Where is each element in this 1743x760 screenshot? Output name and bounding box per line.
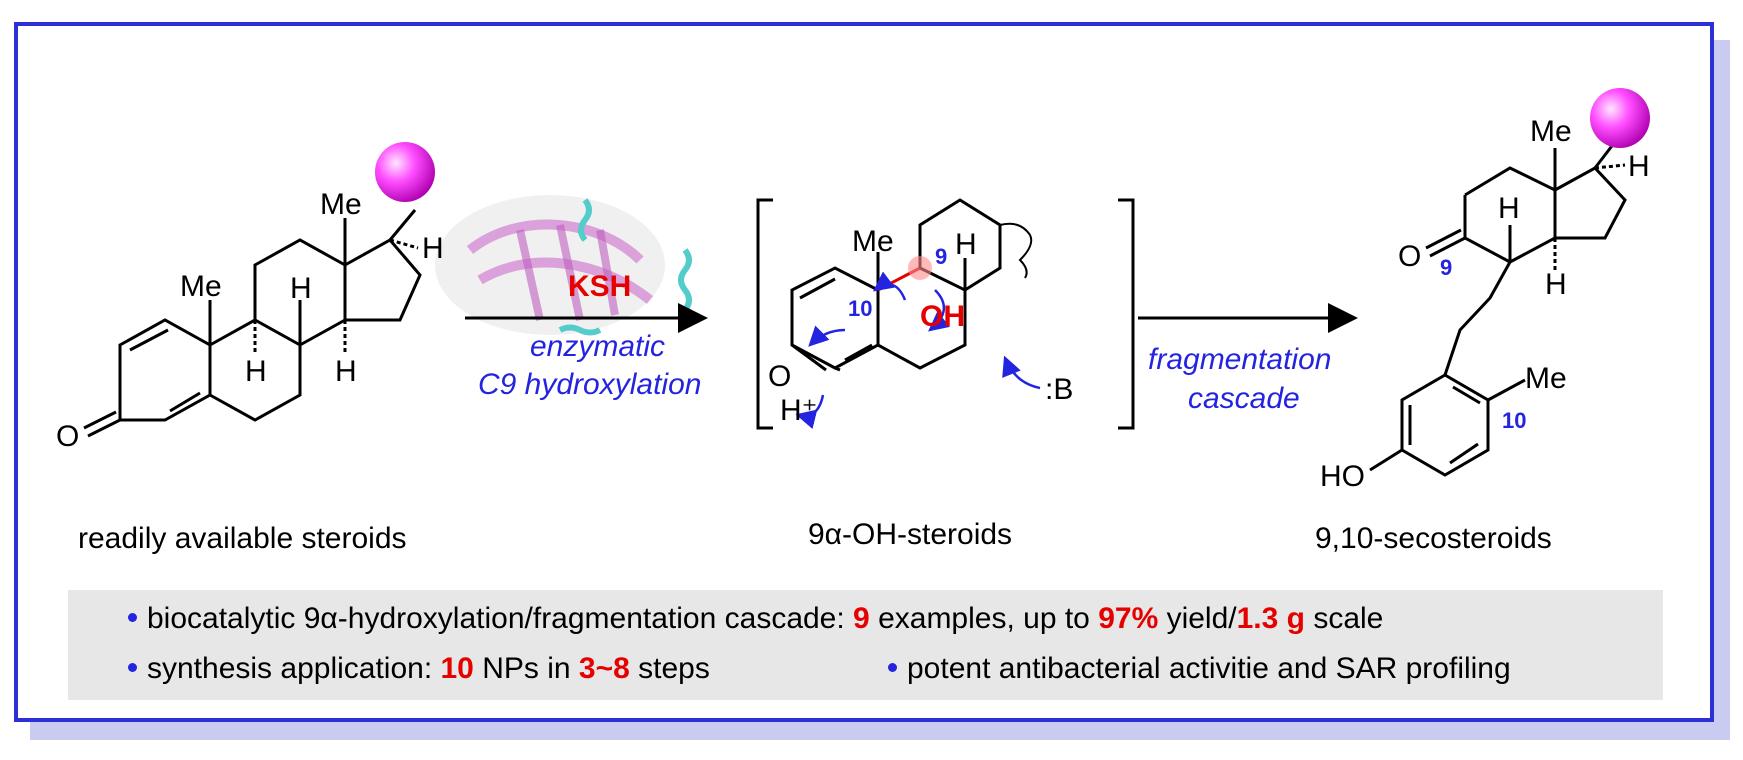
atom-oh: OH [920, 300, 965, 333]
carbonyl-1 [87, 418, 121, 438]
step1-line1: enzymatic [530, 330, 666, 363]
highlight-value: 9 [853, 602, 870, 635]
enzyme-cartoon [435, 195, 692, 336]
atom-h: H [1545, 268, 1567, 301]
brackets [756, 198, 1135, 430]
summary-text: examples, up to [869, 602, 1099, 635]
locant-10: 10 [1502, 408, 1527, 433]
product-sphere [1590, 88, 1650, 148]
double-bond-2 [169, 391, 201, 413]
summary-text: potent antibacterial activitie and SAR p… [907, 652, 1511, 685]
atom-h: H [290, 272, 312, 305]
summary-text: biocatalytic 9α-hydroxylation/fragmentat… [147, 602, 854, 635]
atom-o: O [1398, 240, 1422, 273]
c9-highlight [908, 256, 932, 280]
highlight-value: 10 [440, 652, 474, 685]
atom-me: Me [852, 225, 894, 258]
carbonyl-2 [83, 410, 117, 430]
atom-h: H [1498, 192, 1520, 225]
atom-ho: HO [1320, 460, 1365, 493]
substituent-sphere [375, 142, 435, 202]
double-bond-1 [129, 328, 169, 352]
label-start: readily available steroids [78, 522, 407, 555]
label-intermediate: 9α-OH-steroids [808, 518, 1013, 551]
step1-line2: C9 hydroxylation [478, 368, 702, 401]
summary-text: NPs in [473, 652, 579, 685]
base: :B [1045, 373, 1074, 406]
intermediate [790, 198, 1033, 372]
sphere-bond [388, 209, 417, 241]
summary-text: scale [1305, 602, 1384, 635]
steroid-start [83, 209, 422, 438]
step2-line1: fragmentation [1148, 343, 1332, 376]
highlight-value: 1.3 g [1236, 602, 1305, 635]
atom-o: O [768, 360, 792, 393]
atom-me: Me [320, 188, 362, 221]
product [1369, 137, 1627, 477]
highlight-value: 97% [1098, 602, 1159, 635]
bullet-icon [128, 662, 137, 672]
summary-text: yield/ [1158, 602, 1237, 635]
summary-row-1: biocatalytic 9α-hydroxylation/fragmentat… [128, 602, 1383, 636]
bullet-icon [888, 662, 897, 672]
atom-h: H [955, 228, 977, 261]
bullet-icon [128, 612, 137, 622]
step2-line2: cascade [1188, 382, 1300, 415]
atom-h: H [245, 355, 267, 388]
h-bond-17 [389, 238, 419, 250]
summary-box: biocatalytic 9α-hydroxylation/fragmentat… [68, 590, 1663, 700]
atom-h: H [1628, 150, 1650, 183]
label-product: 9,10-secosteroids [1315, 522, 1552, 555]
summary-text: synthesis application: [147, 652, 441, 685]
locant-9: 9 [935, 244, 948, 269]
enzyme-label: KSH [568, 270, 632, 303]
ring-a [118, 318, 212, 422]
ring-d [344, 238, 422, 322]
atom-me: Me [1525, 362, 1567, 395]
atom-h: H [422, 232, 444, 265]
locant-10: 10 [848, 296, 873, 321]
summary-text: steps [629, 652, 710, 685]
atom-me: Me [1530, 115, 1572, 148]
atom-h: H [335, 355, 357, 388]
atom-o: O [56, 420, 80, 453]
ring-c [253, 238, 347, 347]
curly-arrows [795, 271, 1041, 429]
locant-9: 9 [1440, 255, 1453, 280]
summary-row-2: synthesis application: 10 NPs in 3~8 ste… [128, 652, 710, 686]
atom-me: Me [180, 270, 222, 303]
summary-row-3: potent antibacterial activitie and SAR p… [888, 652, 1511, 686]
h-plus: H⁺ [780, 394, 818, 427]
ring-b [209, 318, 302, 422]
highlight-value: 3~8 [578, 652, 630, 685]
